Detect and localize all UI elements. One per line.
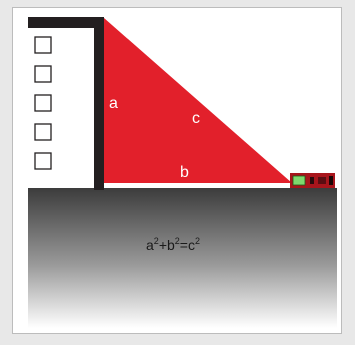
floor — [28, 188, 337, 328]
pythagorean-equation: a2+b2=c2 — [146, 236, 200, 253]
wall-box — [34, 65, 52, 83]
wall-box — [34, 123, 52, 141]
eq-a: a — [146, 237, 154, 253]
laser-distance-meter — [290, 173, 335, 188]
device-screen — [292, 175, 306, 186]
eq-equals-c: =c — [180, 237, 195, 253]
wall-box — [34, 94, 52, 112]
wall-boxes — [34, 36, 52, 170]
side-label-c: c — [192, 110, 200, 127]
eq-exp-3: 2 — [195, 236, 200, 246]
eq-exp-2: 2 — [175, 236, 180, 246]
wall-top-bar — [28, 17, 104, 28]
right-triangle — [104, 18, 292, 183]
device-button — [318, 177, 326, 184]
eq-exp-1: 2 — [154, 236, 159, 246]
eq-plus-b: +b — [159, 237, 175, 253]
wall-vertical — [94, 17, 104, 190]
side-label-b: b — [180, 164, 189, 181]
side-label-a: a — [109, 95, 118, 112]
device-lens — [329, 176, 333, 185]
device-button — [310, 177, 314, 184]
wall-box — [34, 36, 52, 54]
wall-box — [34, 152, 52, 170]
